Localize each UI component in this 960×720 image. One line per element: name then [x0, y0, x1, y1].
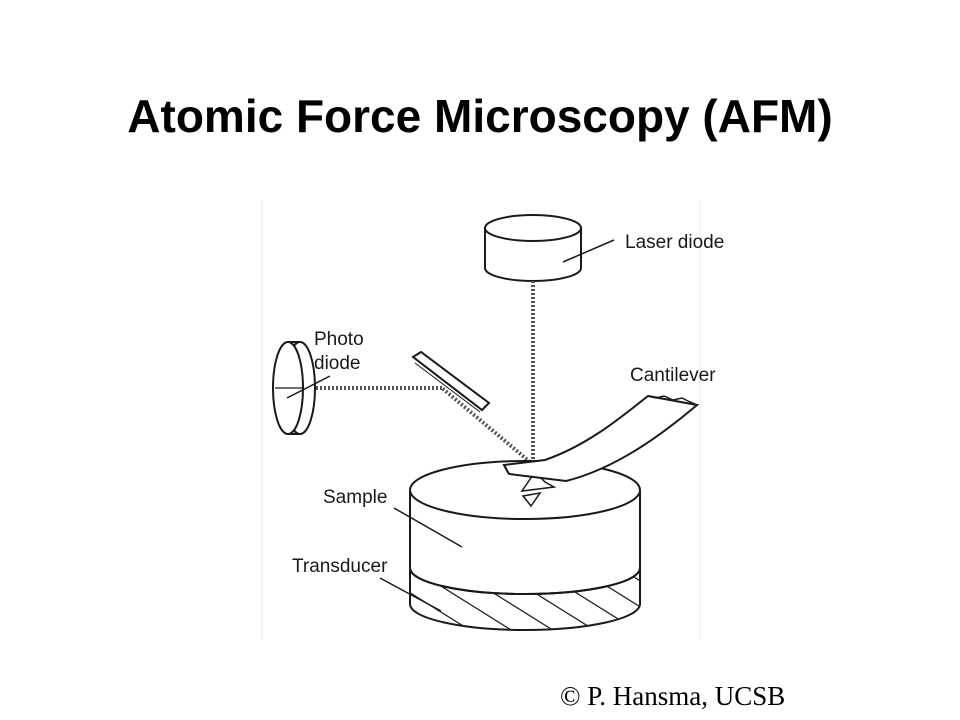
- mirror: [411, 350, 491, 413]
- copyright-credit: © P. Hansma, UCSB: [560, 681, 786, 711]
- laser-diode-leader: [562, 239, 615, 263]
- transducer-leader: [379, 577, 442, 612]
- laser-diode: [484, 214, 582, 282]
- laser-diode-label: Laser diode: [625, 232, 724, 253]
- cantilever-label: Cantilever: [630, 365, 716, 386]
- photo-diode-label-line2: diode: [314, 353, 361, 374]
- photo-diode-label-line1: Photo: [314, 329, 364, 350]
- cantilever: [502, 394, 700, 508]
- sample: [409, 460, 641, 595]
- laser-beam-reflected: [440, 386, 532, 464]
- photo-diode: [272, 341, 316, 435]
- sample-leader: [393, 507, 463, 548]
- sample-label: Sample: [323, 487, 387, 508]
- transducer-label: Transducer: [292, 556, 388, 577]
- photo-diode-leader: [286, 375, 331, 399]
- slide-title: Atomic Force Microscopy (AFM): [127, 90, 833, 142]
